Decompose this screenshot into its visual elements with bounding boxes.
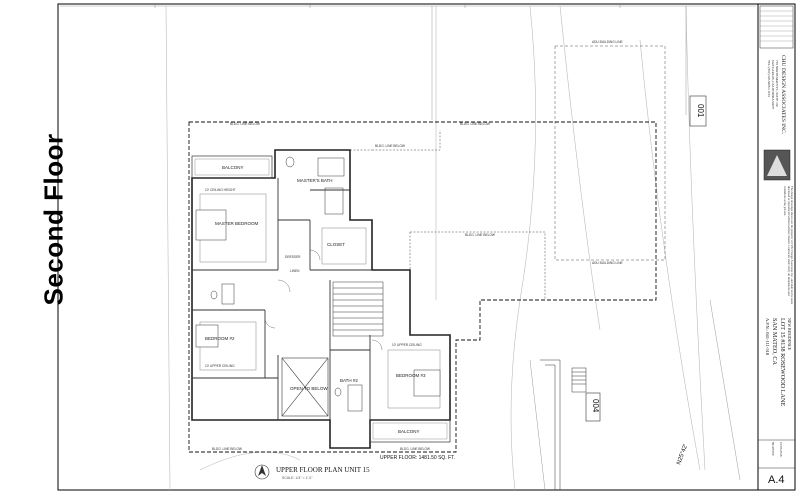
site-lines [165,5,706,491]
ceiling-label-top: 10' CEILING HEIGHT [205,188,236,192]
bath-2-label: BATH #2 [340,378,358,383]
sheet-number: A.4 [768,474,785,486]
neighbor-structure [540,359,587,490]
sheet-border [57,3,796,491]
sheet-ticks [154,4,621,8]
balcony-bottom [369,419,451,443]
project-line-2: LOT 15 #138 ROSEWOOD LANE [779,318,786,406]
bldg-line-label-5: BLDG. LINE BELOW [212,447,242,451]
linen-label: LINEN [290,269,300,273]
notes-box: The design drawings shown are the proper… [783,186,793,305]
closet-label: CLOSET [327,242,345,247]
firm-name: CHU DESIGN ASSOCIATES INC. [780,55,786,135]
door-swings [264,249,383,351]
firm-line-3: TEL: (650) 345-9286 x 1001 [767,60,771,97]
beds [195,209,441,397]
ceiling-label-right: 10' UPPER CEILING [392,343,422,347]
notes-text: The design drawings shown are the proper… [783,186,793,305]
date-value: 10/05/2016 [779,442,783,457]
property-lines [431,6,741,491]
bldg-line-label-6: BLDG. LINE BELOW [400,447,430,451]
area-label: UPPER FLOOR: 1481.50 SQ. FT. [380,455,455,461]
project-line-4: A.P.N.: 041-111-510 [765,318,770,356]
interior-walls [192,178,372,420]
street-box-top [689,95,707,127]
street-box-bottom [585,392,601,422]
master-bedroom-label: MASTER BEDROOM [215,221,259,226]
title-block: CHU DESIGN ASSOCIATES INC. 719 NORTH MAI… [758,5,795,486]
bedroom-2-label: BEDROOM #2 [205,336,235,341]
adu-line-label-bottom: ADU BUILDING LINE [592,261,623,265]
bedroom-3-label: BEDROOM #3 [396,373,426,378]
bldg-line-label-1: BLDG. LINE BELOW [230,122,260,126]
bldg-line-label-3: BLDG. LINE BELOW [375,144,405,148]
open-to-below-label: OPEN TO BELOW [290,386,328,391]
plan-scale: SCALE: 1/4" = 1'-0" [282,476,313,480]
street-label-bottom: 004 [591,399,600,413]
bath-fixtures [210,156,363,412]
adu-line-label-top: ADU BUILDING LINE [592,40,623,44]
bearing-label: N25°42' [676,444,689,466]
drawn-value: NGUYEN [771,442,775,456]
revision-table [759,5,794,49]
upper-floor-outline [188,121,657,453]
exterior-walls [191,149,451,449]
north-arrow [254,464,270,480]
dresser-label: DRESSER [285,255,301,259]
open-to-below [281,357,329,417]
ceiling-label-mid: 10' UPPER CEILING [205,364,235,368]
firm-line-2: SAN CARLOS, CALIFORNIA 94070 [770,60,775,110]
bldg-line-label-4: BLDG. LINE BELOW [465,233,495,237]
master-bath-label: MASTER'S BATH [297,178,333,183]
project-line-3: SAN MATEO, CA [771,318,778,365]
adu-building-line [554,45,666,261]
plan-title: UPPER FLOOR PLAN UNIT 15 [276,466,370,474]
project-line-1: NEW RESIDENCE [787,318,792,351]
balcony-top-label: BALCONY [222,165,244,170]
balcony-top [191,155,273,179]
firm-line-1: 719 NORTH MAIN ST., SUITE 100 [774,60,779,107]
stairs [332,281,384,337]
balcony-bottom-label: BALCONY [398,429,420,434]
street-label-top: 001 [696,104,705,118]
bldg-line-label-2: BLDG. LINE BELOW [460,122,490,126]
